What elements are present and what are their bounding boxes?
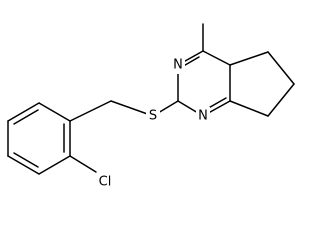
bond-c5-c6	[267, 51, 295, 85]
atom-label-n-top: N	[173, 58, 183, 73]
bond-c6-c7	[267, 83, 295, 117]
molecule-structure-diagram: N N S Cl	[7, 23, 295, 191]
atom-labels: N N S Cl	[94, 56, 210, 191]
bond-ar-3-4	[7, 155, 40, 175]
bond-c4a-c5	[229, 51, 269, 66]
bond-ar-6-1	[38, 102, 71, 122]
bond-c-cl	[69, 155, 97, 173]
bond-lines	[7, 23, 295, 175]
bond-c4a-c4	[202, 50, 231, 66]
atom-label-n-bottom: N	[198, 109, 208, 124]
bond-ch2-aryl	[69, 100, 112, 122]
bond-c7-c7a	[229, 100, 269, 117]
atom-label-chlorine: Cl	[99, 175, 112, 190]
bond-ar-5-6	[7, 102, 40, 122]
atom-label-sulfur: S	[149, 109, 157, 124]
molecule-svg: N N S Cl	[7, 23, 295, 191]
bond-ar-2-3	[38, 155, 71, 175]
bond-ar-5-6-double	[13, 109, 39, 125]
bond-ar-3-4-double	[13, 152, 39, 168]
